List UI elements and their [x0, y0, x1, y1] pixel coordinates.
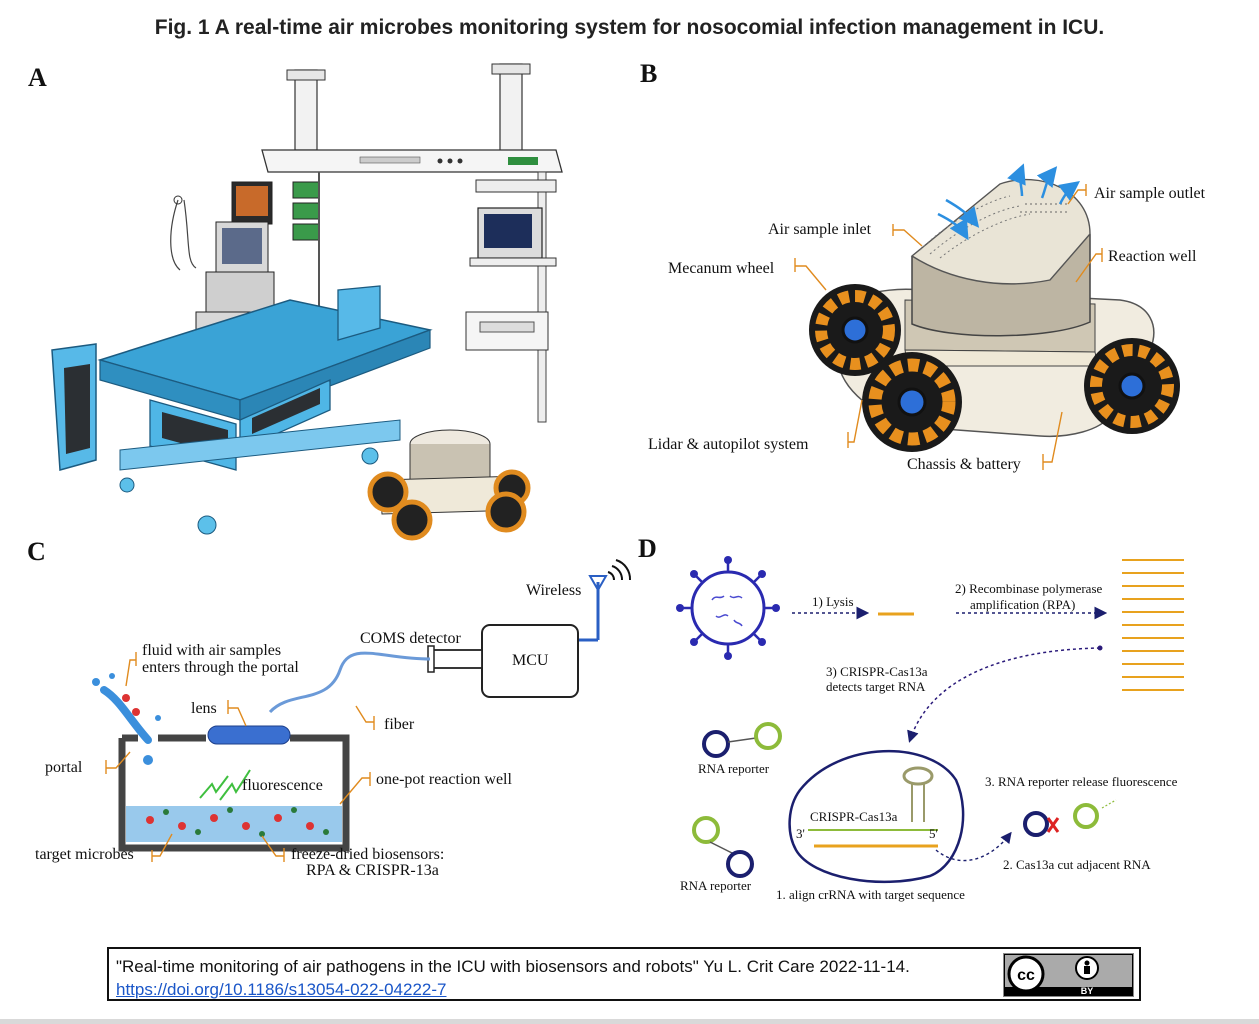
- label-biosensors-line1: freeze-dried biosensors:: [291, 846, 444, 863]
- label-three-prime: 3': [796, 826, 805, 841]
- label-coms-detector: COMS detector: [360, 630, 462, 647]
- label-one-pot-reaction-well: one-pot reaction well: [376, 771, 513, 788]
- sampling-robot-illustration: [794, 163, 1180, 470]
- label-wireless: Wireless: [526, 582, 581, 599]
- label-rna-reporter-top: RNA reporter: [698, 761, 770, 776]
- label-target-microbes: target microbes: [35, 846, 134, 863]
- label-detect-line2: detects target RNA: [826, 679, 926, 694]
- panel-label-c: C: [27, 537, 46, 566]
- label-rpa-line2: amplification (RPA): [970, 597, 1075, 612]
- panel-label-b: B: [640, 59, 657, 88]
- label-air-sample-inlet: Air sample inlet: [768, 221, 872, 238]
- label-lens: lens: [191, 700, 217, 717]
- label-biosensors-line2: RPA & CRISPR-13a: [306, 862, 439, 879]
- citation-text: "Real-time monitoring of air pathogens i…: [116, 957, 910, 976]
- bottom-divider: [0, 1019, 1259, 1024]
- label-lidar-autopilot: Lidar & autopilot system: [648, 436, 809, 453]
- label-mcu: MCU: [512, 652, 549, 669]
- label-cas13a: CRISPR-Cas13a: [810, 809, 898, 824]
- cc-by-license-badge[interactable]: cc BY: [1003, 953, 1134, 997]
- label-fluid-line1: fluid with air samples: [142, 642, 281, 659]
- label-detect-line1: 3) CRISPR-Cas13a: [826, 664, 928, 679]
- citation-doi-link[interactable]: https://doi.org/10.1186/s13054-022-04222…: [116, 980, 447, 999]
- label-lysis: 1) Lysis: [812, 594, 854, 609]
- panel-label-d: D: [638, 534, 657, 563]
- label-cut-adjacent-rna: 2. Cas13a cut adjacent RNA: [1003, 857, 1151, 872]
- label-rpa-line1: 2) Recombinase polymerase: [955, 581, 1103, 596]
- label-portal: portal: [45, 759, 83, 776]
- icu-room-illustration: [51, 63, 563, 541]
- label-release-fluorescence: 3. RNA reporter release fluorescence: [985, 774, 1178, 789]
- label-fluorescence: fluorescence: [242, 777, 323, 794]
- crispr-workflow-diagram: [676, 556, 1184, 884]
- by-label: BY: [1081, 986, 1094, 996]
- cc-icon: [1007, 955, 1045, 993]
- panel-label-a: A: [28, 63, 47, 92]
- label-fiber: fiber: [384, 716, 415, 733]
- label-air-sample-outlet: Air sample outlet: [1094, 185, 1206, 202]
- citation-box: "Real-time monitoring of air pathogens i…: [107, 947, 1141, 1001]
- label-mecanum-wheel: Mecanum wheel: [668, 260, 775, 277]
- label-align-crrna: 1. align crRNA with target sequence: [776, 887, 965, 902]
- cc-icon-text: cc: [1017, 967, 1035, 984]
- label-five-prime: 5': [929, 826, 938, 841]
- label-chassis-battery: Chassis & battery: [907, 456, 1021, 473]
- biosensor-schematic: [92, 559, 632, 862]
- label-fluid-line2: enters through the portal: [142, 659, 299, 676]
- figure-title: Fig. 1 A real-time air microbes monitori…: [154, 16, 1105, 39]
- label-rna-reporter-bottom: RNA reporter: [680, 878, 752, 893]
- label-reaction-well: Reaction well: [1108, 248, 1197, 265]
